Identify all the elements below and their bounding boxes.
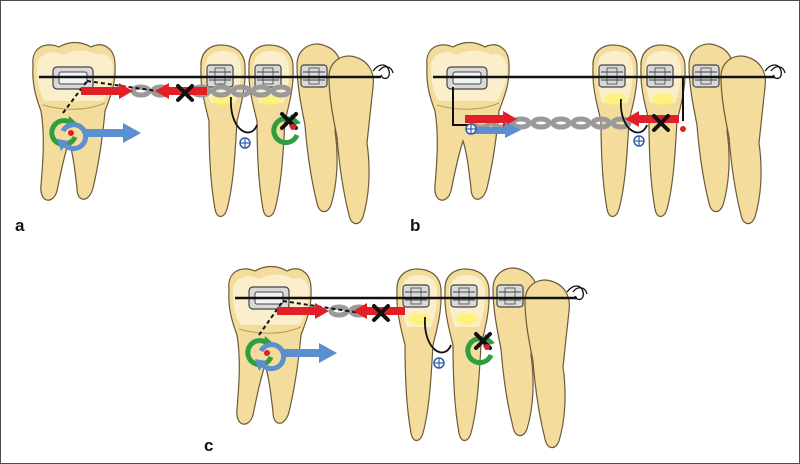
panel-label-b: b	[410, 216, 421, 235]
center-of-resistance-icon	[239, 137, 251, 149]
center-of-resistance-icon	[264, 350, 270, 356]
panel-b	[426, 41, 786, 225]
movement-arrow-icon	[467, 122, 521, 138]
panel-label-a: a	[15, 216, 25, 235]
bracket-icon	[402, 284, 430, 308]
bracket-icon	[450, 284, 478, 308]
panel-c	[228, 265, 588, 449]
panel-label-c: c	[204, 436, 214, 455]
center-of-resistance-icon	[465, 123, 477, 135]
movement-arrow-icon	[283, 343, 337, 363]
movement-arrow-icon	[85, 123, 141, 143]
center-of-resistance-icon	[68, 130, 74, 136]
bracket-icon	[496, 284, 524, 308]
panel-a	[32, 41, 394, 225]
force-arrow	[81, 83, 133, 99]
center-of-resistance-icon	[633, 135, 645, 147]
force-arrow	[277, 303, 329, 319]
center-of-resistance-icon	[433, 357, 445, 369]
